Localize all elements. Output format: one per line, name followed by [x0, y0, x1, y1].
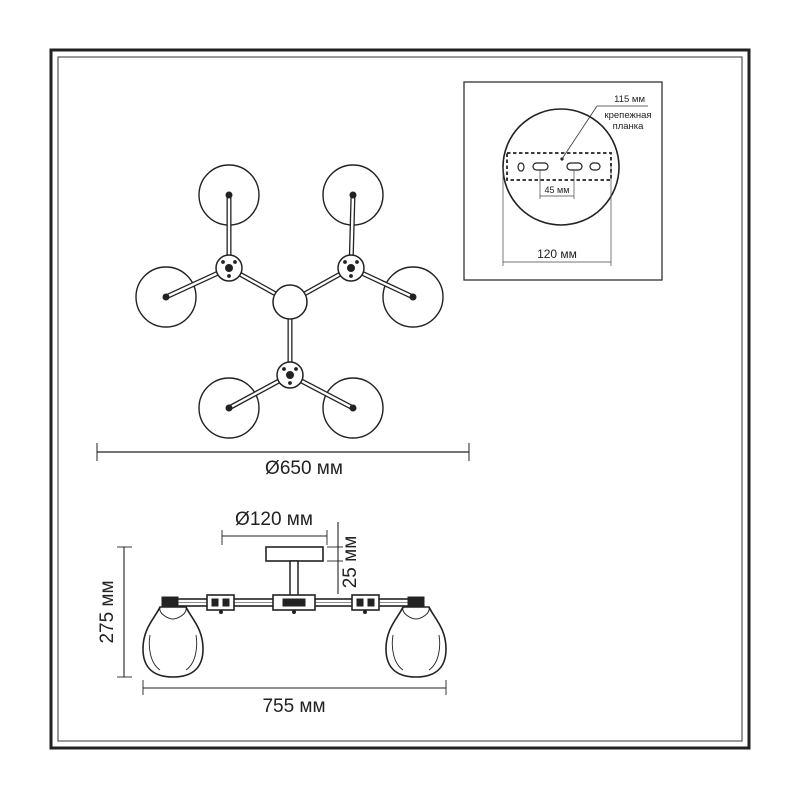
canopy	[265, 546, 324, 562]
screw-hole-left	[517, 162, 525, 172]
canopy-diameter-label: Ø120 мм	[235, 509, 313, 530]
junction-hub-bottom	[276, 361, 304, 389]
base-plate-circle	[502, 108, 620, 226]
socket-dot	[349, 191, 357, 199]
total-height-label: 275 мм	[97, 580, 118, 643]
outer-frame	[49, 48, 751, 750]
canopy-diameter-dimension: Ø120 мм	[221, 509, 328, 545]
total-height-dimension: 275 мм	[97, 546, 132, 678]
top-view	[135, 164, 444, 439]
socket-dot	[225, 191, 233, 199]
coupling-center	[272, 594, 316, 614]
coupling-right	[351, 594, 380, 614]
shade-circle	[322, 377, 384, 439]
canopy-height-dimension: 25 мм	[327, 522, 361, 594]
socket-dot	[225, 404, 233, 412]
junction-hub-right	[337, 254, 365, 282]
socket-dot	[409, 293, 417, 301]
bracket-name-line2: планка	[613, 121, 645, 132]
junction-hub-left	[215, 254, 243, 282]
hole-spacing-label: 45 мм	[545, 185, 570, 195]
mounting-inset: 115 мм крепежная планка 45 мм 120 мм	[463, 81, 663, 281]
bracket-leader-line	[561, 105, 598, 160]
shade-circle	[382, 266, 444, 328]
bracket-name-line1: крепежная	[604, 110, 651, 121]
total-width-dimension: 755 мм	[142, 680, 447, 717]
shade-circle	[135, 266, 197, 328]
socket-dot	[162, 293, 170, 301]
inner-frame	[57, 56, 743, 742]
slot-right	[566, 162, 583, 171]
bracket-length-label: 115 мм	[614, 94, 645, 105]
inset-frame	[463, 81, 663, 281]
mounting-bracket	[506, 152, 612, 181]
socket-dot	[349, 404, 357, 412]
stem-rod	[289, 560, 299, 598]
coupling-left	[206, 594, 235, 614]
shade-circle	[198, 377, 260, 439]
top-diameter-label: Ø650 мм	[265, 458, 343, 479]
base-diameter-label: 120 мм	[537, 247, 577, 261]
glass-shade-right	[385, 596, 447, 678]
glass-shade-left	[142, 596, 204, 678]
slot-left	[532, 162, 549, 171]
total-width-label: 755 мм	[262, 696, 325, 717]
slot-far-right	[589, 162, 601, 171]
canopy-height-label: 25 мм	[340, 536, 361, 589]
side-view	[142, 546, 447, 678]
top-diameter-dimension: Ø650 мм	[96, 443, 470, 479]
center-hub	[272, 284, 308, 320]
